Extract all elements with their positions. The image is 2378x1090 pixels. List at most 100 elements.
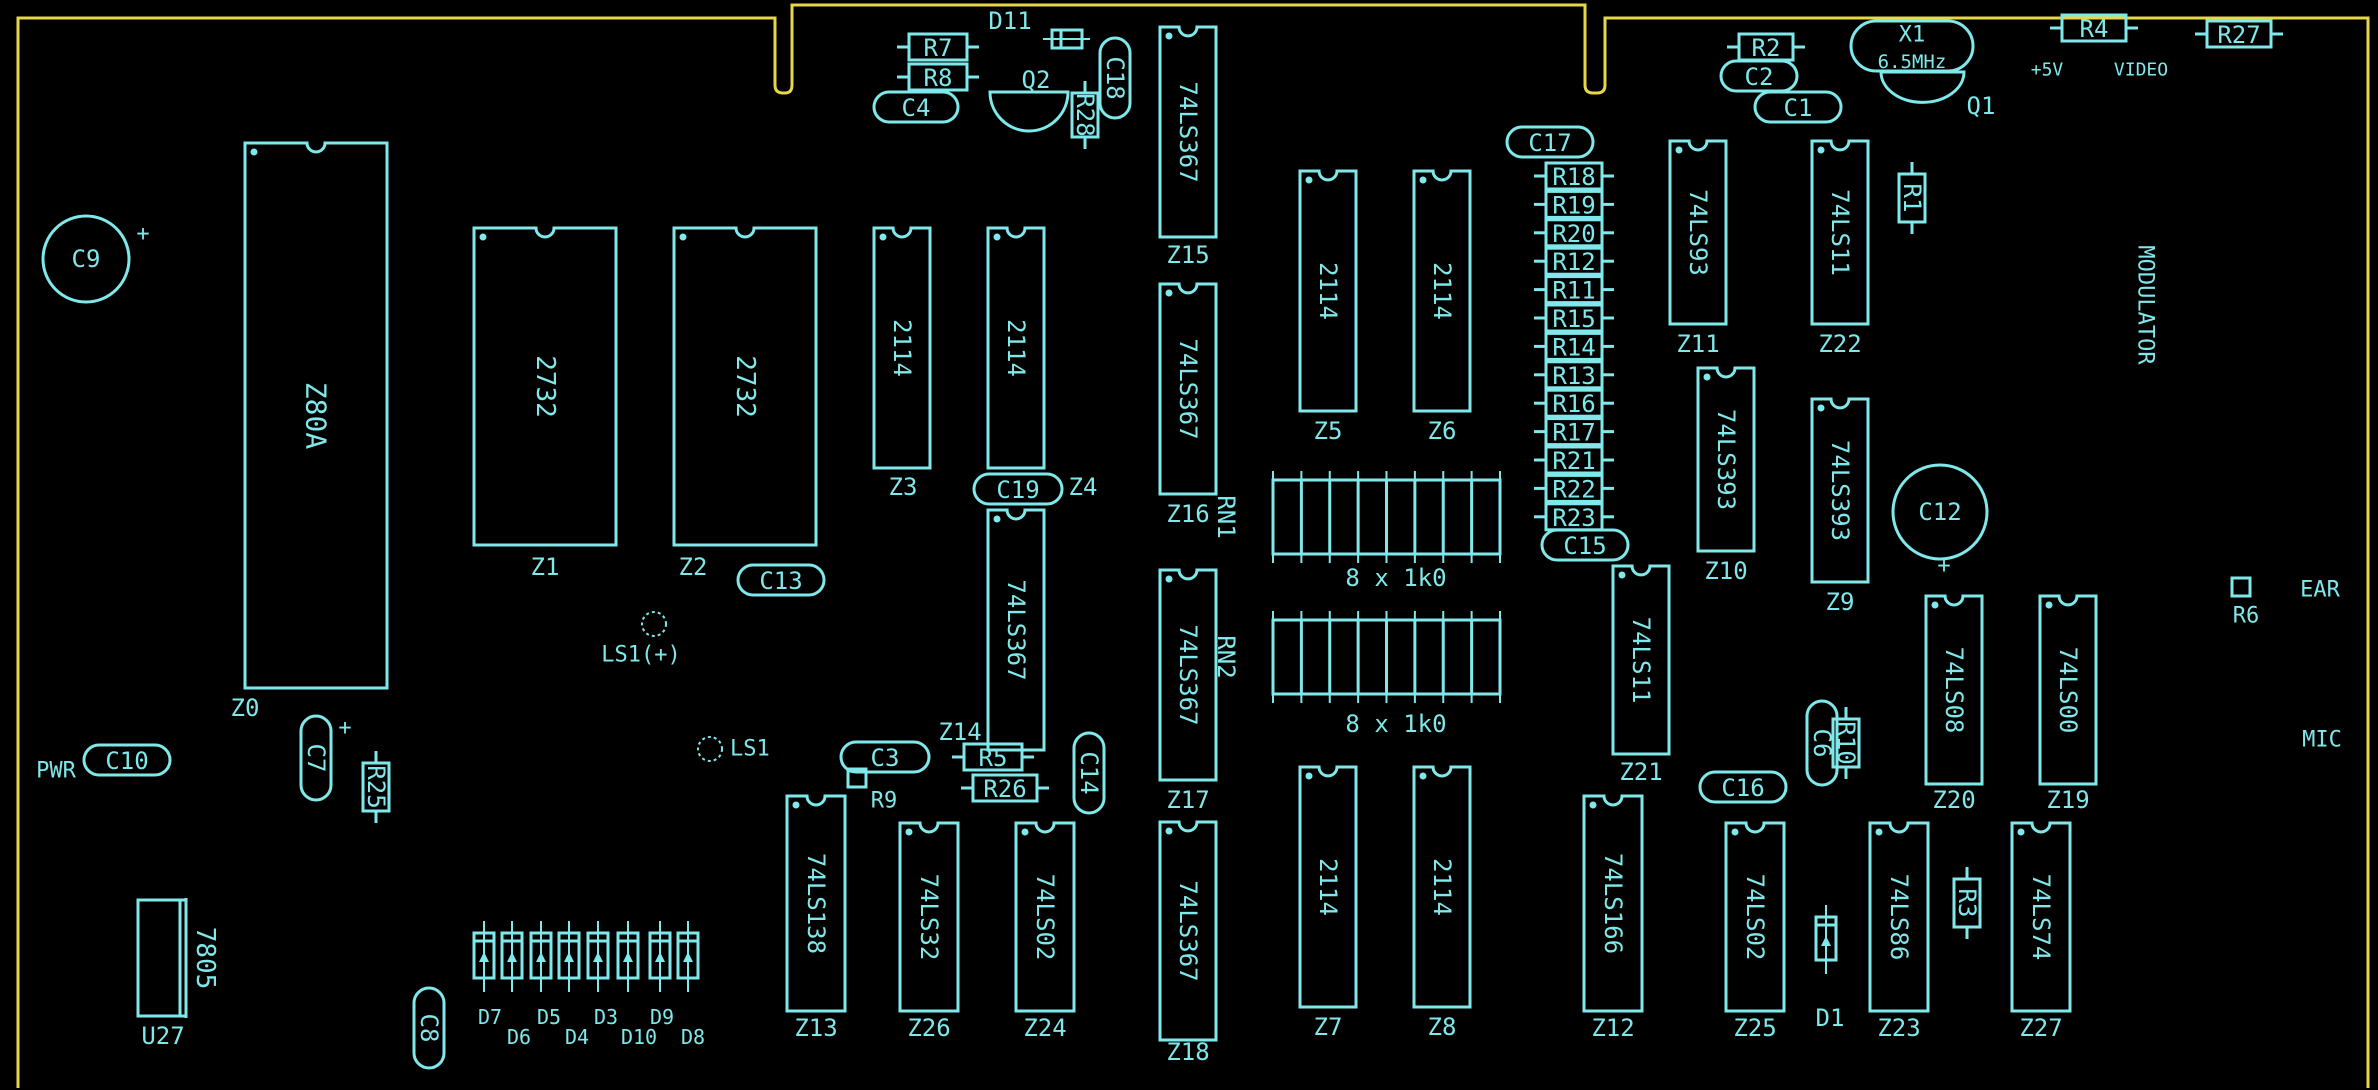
capacitor-ref-label: C1 [1784,94,1813,122]
diode-arrow [623,952,633,962]
resistor-ref-label: R12 [1552,248,1595,276]
resistor-ref-label: R1 [1898,184,1926,213]
ic-ref-label: Z27 [2019,1014,2062,1042]
ic-part-label: 2732 [530,355,560,418]
ic-z7-outline [1298,765,1358,1009]
capacitor-c19 [972,472,1064,506]
rn-ref-label: RN1 [1212,495,1240,538]
pin1-dot [1305,772,1313,780]
ic-part-label: 74LS93 [1684,189,1712,276]
resistor-ref-label: R19 [1552,191,1595,219]
pin1-dot [1165,32,1173,40]
diode-arrow [1821,936,1831,946]
resistor-ref-label: R20 [1552,220,1595,248]
pad-label: R9 [871,789,898,814]
diode-ref-label: D5 [537,1005,561,1029]
ic-part-label: 74LS11 [1826,189,1854,276]
ic-ref-label: Z4 [1069,473,1098,501]
ic-part-label: 74LS367 [1174,338,1202,439]
ic-part-label: 74LS367 [1174,81,1202,182]
ic-z22-outline [1810,139,1870,326]
capacitor-c1 [1753,90,1843,124]
diode-d10 [616,931,640,980]
resistor-ref-label: R21 [1552,447,1595,475]
ic-ref-label: Z0 [231,694,260,722]
ic-ref-label: Z20 [1932,786,1975,814]
capacitor-ref-label: C19 [996,476,1039,504]
ic-z9-outline [1810,397,1870,584]
connector-ear-label: EAR [2300,578,2340,603]
ic-z18-outline [1158,820,1218,1042]
board-outline [16,3,2370,1088]
resistor-ref-label: R22 [1552,475,1595,503]
ic-part-label: 74LS393 [1826,440,1854,541]
ic-ref-label: Z2 [679,553,708,581]
ic-part-label: 74LS02 [1031,874,1059,961]
diode-d7 [472,931,496,980]
pin1-dot [993,233,1001,241]
capacitor-ref-label: C18 [1101,56,1129,99]
pin1-dot [1305,176,1313,184]
ic-z19-outline [2038,594,2098,786]
pin1-dot [1165,575,1173,583]
ic-z15-outline [1158,25,1218,239]
speaker-pad [697,736,723,762]
ic-z25-outline [1724,821,1786,1013]
ic-part-label: 74LS02 [1741,874,1769,961]
ic-part-label: 74LS00 [2054,647,2082,734]
capacitor-c7 [299,714,333,802]
resistor-ref-label: R2 [1752,34,1781,62]
pin1-dot [1165,289,1173,297]
capacitor-ref-label: C7 [302,744,330,773]
pin1-dot [1731,828,1739,836]
diode-arrow [593,952,603,962]
speaker-pad-positive [641,611,667,637]
ic-part-label: 2114 [888,319,916,377]
resistor-ref-label: R26 [983,775,1026,803]
ic-ref-label: Z9 [1826,588,1855,616]
speaker-pad-label: LS1 [730,737,770,762]
capacitor-ref-label: C12 [1918,498,1961,526]
electrolytic-c9 [41,214,131,304]
ic-z20-outline [1924,594,1984,786]
connector-video-label: VIDEO [2114,60,2168,81]
ic-z27-outline [2010,821,2072,1013]
ic-z6-outline [1412,169,1472,413]
connector-pwr-label: PWR [36,759,76,784]
transistor-q2-body [988,90,1070,133]
capacitor-c6 [1805,699,1839,787]
ic-z26-outline [898,821,960,1013]
pin1-dot [1817,404,1825,412]
resistor-ref-label: R14 [1552,333,1595,361]
diode-arrow [683,952,693,962]
pin1-dot [1817,146,1825,154]
ic-z17-outline [1158,568,1218,782]
capacitor-c15 [1540,528,1630,562]
resistor-ref-label: R28 [1071,93,1099,136]
ic-z2-outline [672,226,818,547]
pin1-dot [1875,828,1883,836]
capacitor-ref-label: C2 [1745,63,1774,91]
pin1-dot [1703,373,1711,381]
ic-part-label: 2114 [1428,262,1456,320]
ic-ref-label: Z21 [1619,758,1662,786]
ic-ref-label: Z8 [1428,1013,1457,1041]
resistor-ref-label: R27 [2217,21,2260,49]
pin1-dot [1618,571,1626,579]
resistor-ref-label: R5 [979,744,1008,772]
pin1-dot [1589,801,1597,809]
capacitor-c4 [872,90,960,124]
transistor-ref-label: Q2 [1022,66,1051,94]
ic-part-label: Z80A [300,382,333,450]
ic-ref-label: Z14 [938,718,981,746]
pin1-dot [1021,828,1029,836]
diode-ref-label: D9 [650,1005,674,1029]
ic-z0-outline [243,141,389,690]
pin1-dot [905,828,913,836]
ic-z3-outline [872,226,932,470]
pin1-dot [1419,176,1427,184]
ic-z10-outline [1696,366,1756,553]
ic-z12-outline [1582,794,1644,1013]
ic-z16-outline [1158,282,1218,496]
pin1-dot [479,233,487,241]
